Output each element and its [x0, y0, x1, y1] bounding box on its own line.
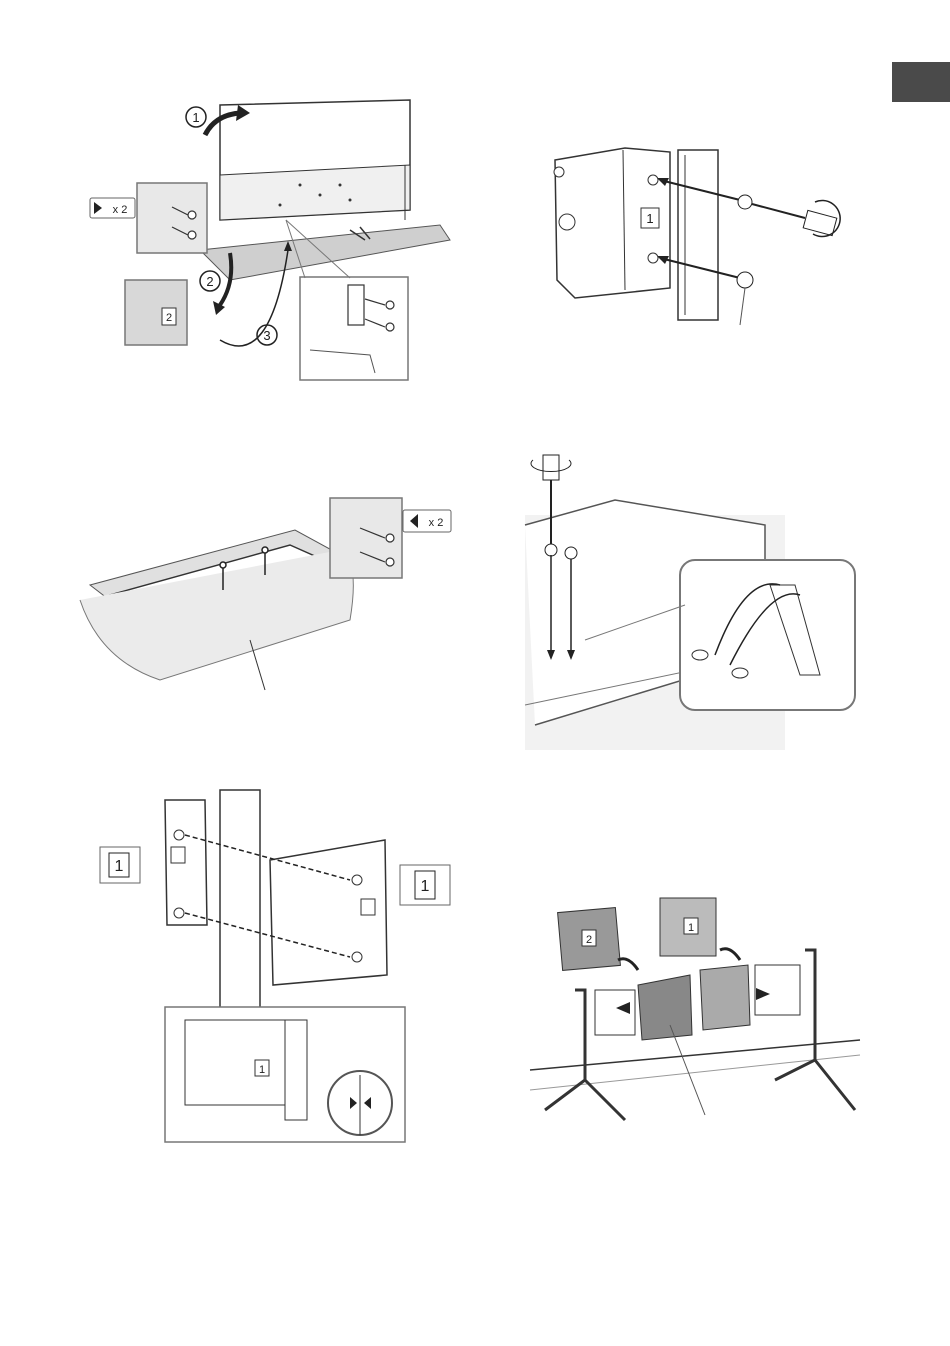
bracket-number-left-label: 2 [586, 934, 592, 946]
screws-count-label: x 2 [429, 517, 444, 529]
screws-count-label: x 2 [113, 204, 128, 216]
step-2-label: 2 [206, 274, 213, 289]
figure-screw-in-top [525, 455, 865, 755]
figure-laid-down-tv: x 2 [80, 490, 460, 700]
figure-remove-stand: 1 2 3 x 2 2 [80, 95, 420, 385]
figure-attach-bracket-rear: 1 [545, 140, 855, 340]
bracket-number-2-label: 2 [166, 312, 172, 324]
language-tab [892, 62, 950, 102]
bracket-number-zoom-label: 1 [259, 1064, 265, 1076]
zoom-box-screws [137, 183, 207, 253]
figure-align-brackets: 1 1 1 [95, 785, 455, 1145]
bracket-number-left-label: 1 [115, 858, 124, 875]
bracket-number-right-label: 1 [421, 878, 430, 895]
bracket-number-right-label: 1 [688, 922, 694, 934]
zoom-box-bracket-2 [125, 280, 187, 345]
zoom-box-brackets [680, 560, 855, 710]
figure-detach-covers: 2 1 [520, 890, 870, 1135]
step-1-label: 1 [192, 110, 199, 125]
bracket-number-1-label: 1 [646, 211, 653, 226]
